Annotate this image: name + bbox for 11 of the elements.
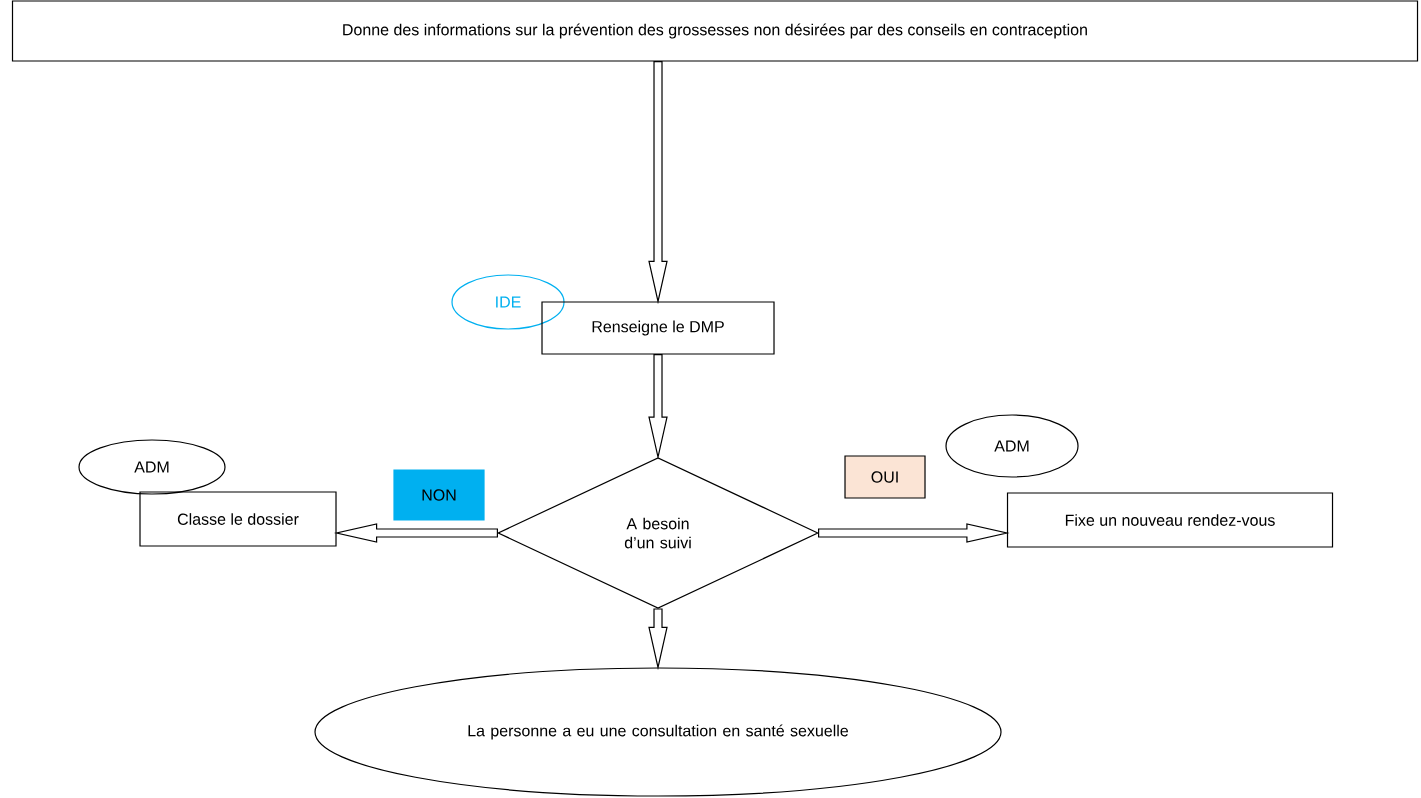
arrow [333,523,498,543]
arrow [648,354,668,460]
arrow [818,523,1010,543]
answer-box: OUI [844,455,926,499]
answer-box: NON [393,469,485,521]
arrow [648,608,668,671]
process-box: Renseigne le DMP [541,301,775,355]
process-box: Classe le dossier [139,491,337,547]
process-box: Donne des informations sur la prévention des grossesses non désirées par des conseils en contraception [11,0,1419,62]
arrow [648,61,668,305]
process-box: Fixe un nouveau rendez-vous [1006,492,1334,548]
